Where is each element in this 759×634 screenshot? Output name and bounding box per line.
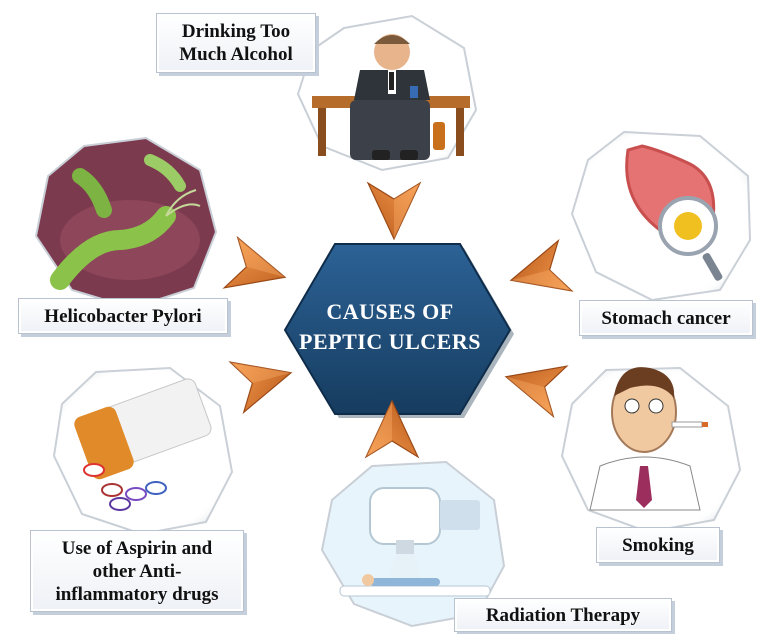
- smoking-man-icon: [562, 367, 740, 532]
- stomach-tumor-icon: [572, 132, 750, 300]
- label-drinking-too-much-alcohol: Drinking Too Much Alcohol: [156, 13, 316, 73]
- arrow-lower-left: [230, 348, 298, 413]
- label-helicobacter-pylori: Helicobacter Pylori: [18, 298, 228, 334]
- arrow-top: [368, 183, 420, 239]
- drunk-man-icon: [298, 16, 476, 170]
- label-smoking: Smoking: [596, 527, 720, 563]
- label-aspirin-drugs: Use of Aspirin and other Anti-inflammato…: [30, 530, 244, 612]
- center-title: CAUSES OF PEPTIC ULCERS: [290, 272, 490, 382]
- arrow-lower-right: [499, 352, 567, 417]
- label-radiation-therapy: Radiation Therapy: [454, 598, 672, 632]
- bacteria-icon: [36, 138, 216, 308]
- pill-bottle-icon: [54, 368, 232, 534]
- arrow-upper-left: [224, 238, 292, 303]
- arrow-upper-right: [504, 241, 572, 306]
- label-stomach-cancer: Stomach cancer: [579, 300, 753, 336]
